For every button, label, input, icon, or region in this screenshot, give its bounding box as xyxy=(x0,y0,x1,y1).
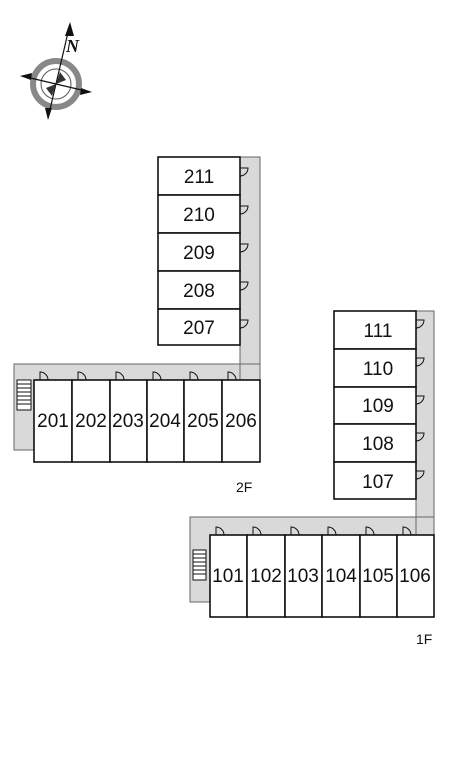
room-number: 209 xyxy=(183,243,215,264)
floor-label-1f: 1F xyxy=(416,631,432,647)
room-211: 211 xyxy=(157,156,241,196)
room-number: 108 xyxy=(362,434,394,455)
room-number: 204 xyxy=(149,411,181,432)
room-number: 208 xyxy=(183,281,215,302)
room-108: 108 xyxy=(333,423,417,463)
room-106: 106 xyxy=(396,534,435,618)
compass-rose-icon: N xyxy=(20,22,92,120)
room-209: 209 xyxy=(157,232,241,272)
room-number: 103 xyxy=(287,566,319,587)
door-icons-1f-horizontal xyxy=(215,526,412,536)
room-102: 102 xyxy=(246,534,286,618)
room-111: 111 xyxy=(333,310,417,350)
room-number: 205 xyxy=(187,411,219,432)
room-number: 107 xyxy=(362,472,394,493)
room-204: 204 xyxy=(146,379,185,463)
room-number: 202 xyxy=(75,411,107,432)
door-icons-2f-horizontal xyxy=(39,371,237,381)
compass-north-label: N xyxy=(65,36,80,56)
room-number: 206 xyxy=(225,411,257,432)
stairs-icon xyxy=(192,549,207,581)
door-icons-1f-vertical xyxy=(415,319,425,480)
room-203: 203 xyxy=(109,379,148,463)
room-number: 201 xyxy=(37,411,69,432)
room-208: 208 xyxy=(157,270,241,310)
room-210: 210 xyxy=(157,194,241,234)
room-number: 109 xyxy=(362,396,394,417)
room-number: 102 xyxy=(250,566,282,587)
room-105: 105 xyxy=(359,534,398,618)
room-206: 206 xyxy=(221,379,261,463)
room-number: 211 xyxy=(184,167,214,188)
room-number: 203 xyxy=(112,411,144,432)
room-number: 104 xyxy=(325,566,357,587)
door-icons-2f-vertical xyxy=(239,167,249,329)
room-number: 210 xyxy=(183,205,215,226)
room-number: 207 xyxy=(183,318,215,339)
room-103: 103 xyxy=(284,534,323,618)
room-109: 109 xyxy=(333,386,417,425)
stairs-icon xyxy=(16,379,32,411)
floor-2f: 211 210 209 208 207 201 xyxy=(13,156,261,495)
room-number: 101 xyxy=(212,566,244,587)
room-205: 205 xyxy=(183,379,223,463)
room-207: 207 xyxy=(157,308,241,346)
room-104: 104 xyxy=(321,534,361,618)
room-number: 110 xyxy=(363,359,393,380)
room-101: 101 xyxy=(209,534,248,618)
room-number: 106 xyxy=(399,566,431,587)
floor-1f: 111 110 109 108 107 101 xyxy=(189,310,435,647)
room-202: 202 xyxy=(71,379,111,463)
room-201: 201 xyxy=(33,379,73,463)
room-number: 105 xyxy=(362,566,394,587)
room-107: 107 xyxy=(333,461,417,500)
floor-label-2f: 2F xyxy=(236,479,252,495)
room-110: 110 xyxy=(333,348,417,388)
room-number: 111 xyxy=(364,321,393,342)
